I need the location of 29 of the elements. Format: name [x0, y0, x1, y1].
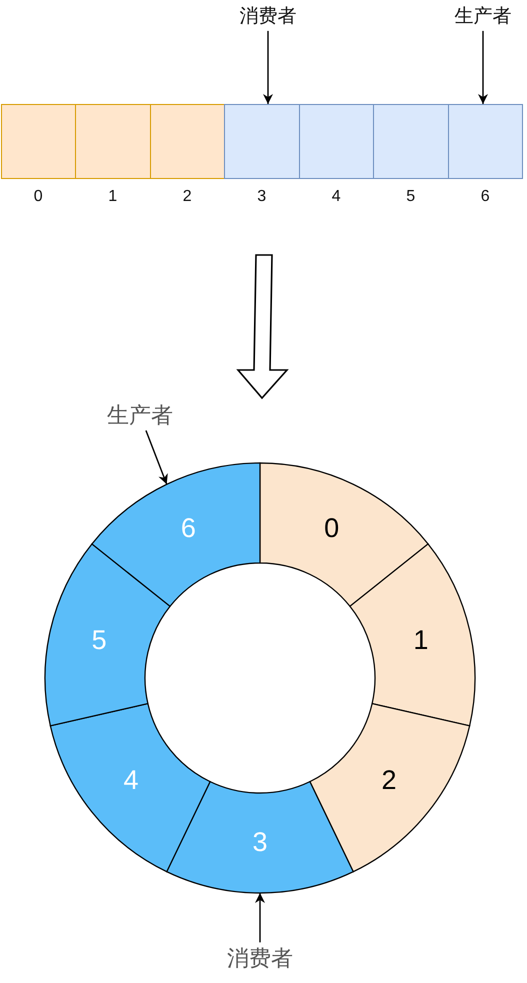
arrow: [145, 430, 168, 485]
arrow: [263, 30, 273, 104]
array-cell: [298, 104, 374, 179]
segment-number: 4: [123, 766, 138, 796]
pointer-label: 消费者: [227, 945, 293, 971]
array-cell: [0, 104, 76, 179]
arrow: [478, 30, 488, 104]
index-number: 6: [480, 188, 490, 206]
index-number: 5: [406, 188, 416, 206]
segment-number: 5: [92, 626, 107, 656]
array-cell: [150, 104, 225, 179]
array-cell: [448, 104, 523, 179]
index-number: 4: [332, 188, 341, 206]
segment-number: 1: [413, 626, 428, 656]
segment-number: 2: [381, 766, 397, 796]
pointer-label: 生产者: [454, 6, 512, 28]
segment-number: 0: [324, 514, 340, 544]
pointer-label: 消费者: [240, 6, 296, 28]
segment-number: 3: [252, 828, 268, 858]
index-number: 2: [182, 188, 192, 206]
index-number: 0: [34, 188, 43, 206]
segment-number: 6: [180, 514, 196, 544]
index-number: 1: [108, 188, 118, 206]
index-number: 3: [257, 188, 266, 206]
array-cell: [373, 104, 448, 179]
array-cell: [75, 104, 150, 179]
array-cell: [224, 104, 300, 179]
arrow: [255, 893, 265, 942]
pointer-label: 生产者: [107, 402, 173, 428]
